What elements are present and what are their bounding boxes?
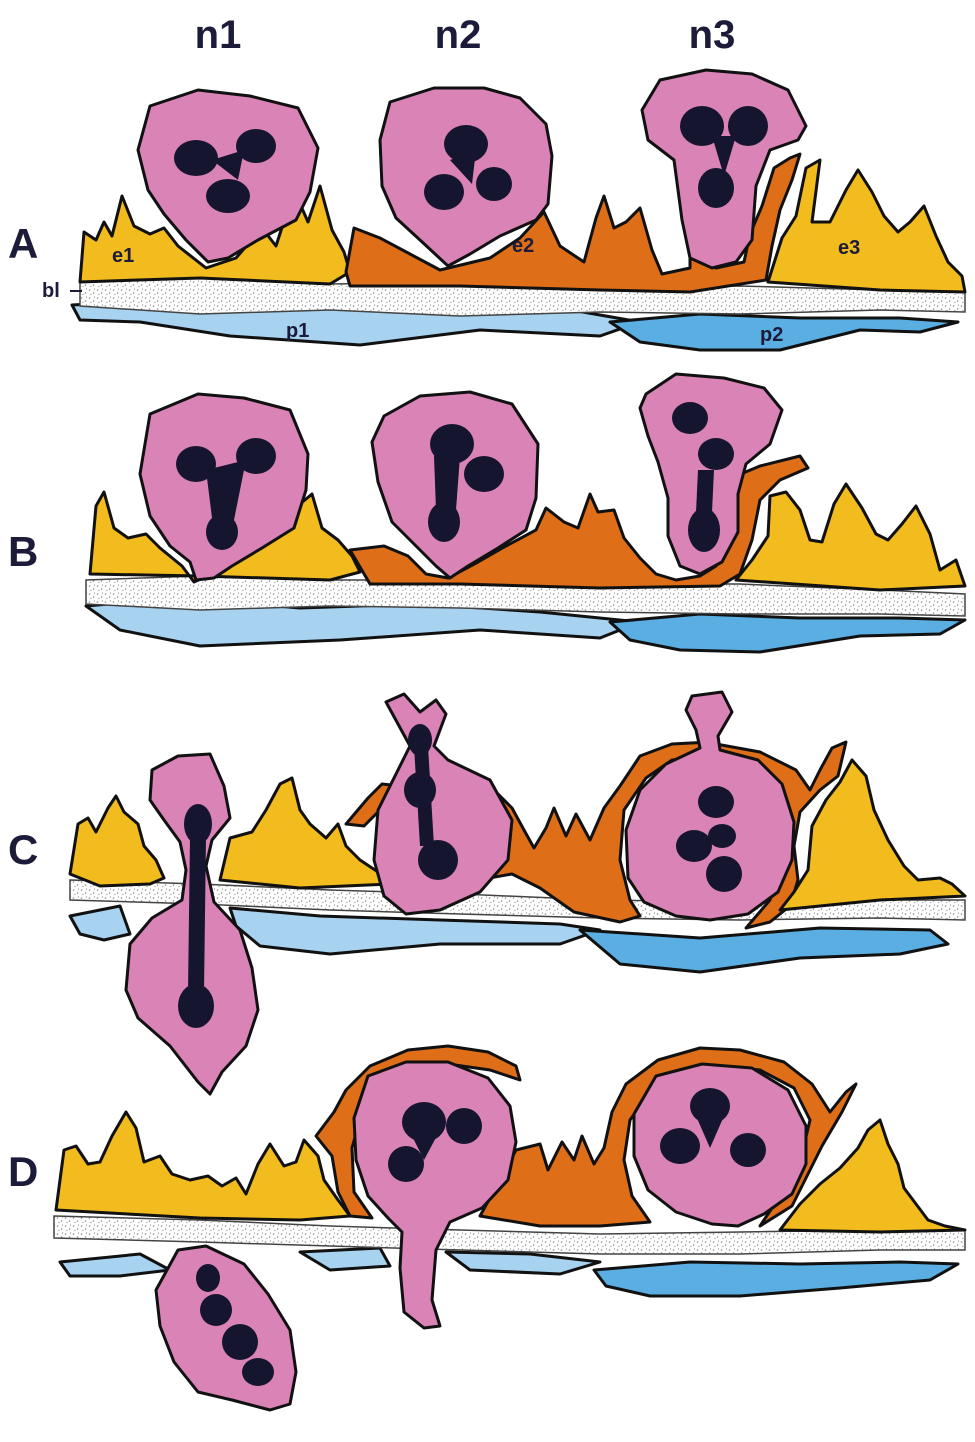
endothelium-e3-a bbox=[768, 160, 965, 292]
row-label-d: D bbox=[8, 1148, 38, 1195]
column-label-n2: n2 bbox=[435, 13, 482, 57]
label-e3: e3 bbox=[838, 237, 860, 259]
pericyte-p2-b bbox=[610, 614, 965, 652]
endothelium-e1b-c bbox=[220, 778, 390, 888]
pericyte-p1c-d bbox=[446, 1252, 600, 1274]
endothelium-e3-c bbox=[780, 760, 965, 910]
pericyte-p1b-d bbox=[300, 1248, 390, 1270]
column-label-n3: n3 bbox=[689, 13, 736, 57]
column-label-n1: n1 bbox=[195, 13, 242, 57]
label-e2: e2 bbox=[512, 235, 534, 257]
neutrophil-n1-d bbox=[156, 1246, 296, 1410]
row-label-c: C bbox=[8, 826, 38, 873]
row-a-panel: e1 e2 e3 bl p1 p2 bbox=[42, 70, 965, 350]
endothelium-e3-b bbox=[736, 484, 965, 590]
pericyte-p2-a bbox=[610, 314, 958, 350]
row-c-panel bbox=[70, 692, 965, 1094]
endothelium-e1-c bbox=[70, 796, 164, 886]
label-bl: bl bbox=[42, 280, 60, 302]
row-b-panel bbox=[86, 374, 965, 652]
pericyte-p1-c bbox=[70, 906, 130, 940]
label-p2: p2 bbox=[760, 324, 783, 346]
row-label-a: A bbox=[8, 220, 38, 267]
pericyte-p2-c bbox=[580, 928, 948, 972]
row-d-panel bbox=[54, 1046, 965, 1410]
neutrophil-n2-c bbox=[374, 694, 512, 914]
neutrophil-n3-d bbox=[634, 1064, 806, 1226]
pericyte-p2-d bbox=[594, 1262, 958, 1296]
row-label-b: B bbox=[8, 528, 38, 575]
endothelium-e1-d bbox=[56, 1112, 350, 1220]
label-e1: e1 bbox=[112, 245, 134, 267]
label-p1: p1 bbox=[286, 320, 309, 342]
neutrophil-n2-d bbox=[354, 1062, 516, 1328]
pericyte-p1-d bbox=[60, 1254, 170, 1276]
